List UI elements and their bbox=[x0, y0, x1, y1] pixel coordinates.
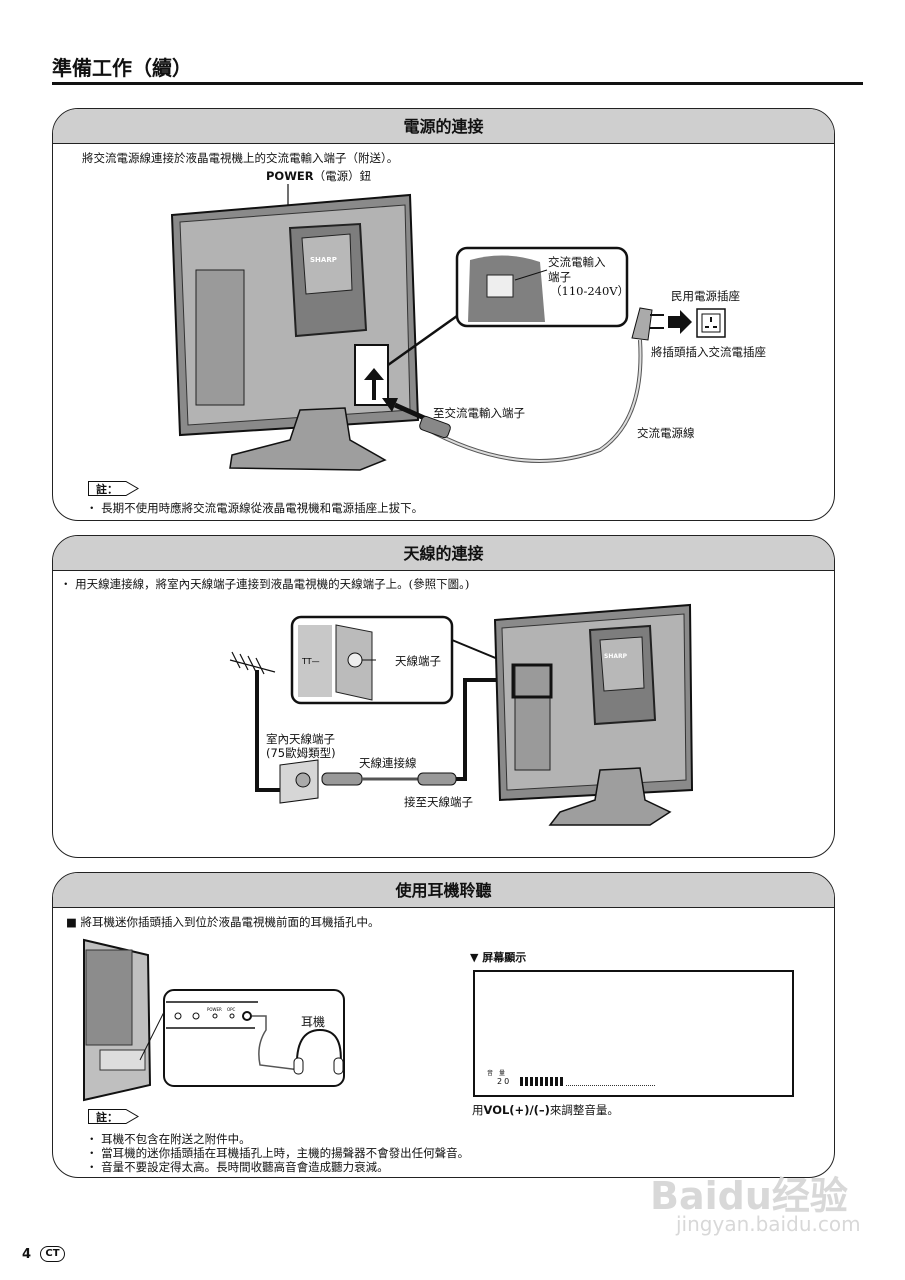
vol-hint-key: VOL(+)/(–) bbox=[483, 1103, 550, 1117]
antenna-terminal-label: 天線端子 bbox=[395, 654, 441, 668]
power-intro: 將交流電源線連接於液晶電視機上的交流電輸入端子（附送）。 bbox=[82, 151, 399, 165]
power-section: 電源的連接 bbox=[52, 108, 835, 521]
section-title: 天線的連接 bbox=[53, 536, 834, 571]
panel-label-power: POWER bbox=[207, 1007, 222, 1012]
page-title: 準備工作（續） bbox=[52, 56, 192, 80]
screen-display-label: ▼ 屏幕顯示 bbox=[470, 951, 527, 964]
headphone-section: 使用耳機聆聽 bbox=[52, 872, 835, 1178]
page-number: 4 bbox=[22, 1247, 32, 1262]
svg-text:TT—: TT— bbox=[301, 657, 320, 666]
note-label: 註： bbox=[96, 1111, 118, 1124]
headphone-intro: ■ 將耳機迷你插頭插入到位於液晶電視機前面的耳機插孔中。 bbox=[66, 915, 380, 929]
section-title: 使用耳機聆聽 bbox=[53, 873, 834, 908]
antenna-section: 天線的連接 bbox=[52, 535, 835, 858]
title-rule bbox=[52, 82, 863, 85]
headphone-note: ・ 音量不要設定得太高。長時間收聽高音會造成聽力衰減。 bbox=[86, 1160, 389, 1174]
power-button-label: POWER bbox=[266, 169, 314, 183]
cord-label: 交流電源線 bbox=[637, 426, 695, 440]
antenna-intro: ・ 用天線連接線，將室內天線端子連接到液晶電視機的天線端子上。(參照下圖。) bbox=[60, 577, 470, 591]
ac-input-voltage: （110-240V） bbox=[550, 284, 630, 298]
osd-volume-bar bbox=[520, 1077, 655, 1086]
osd-volume-label: 音 量 bbox=[487, 1070, 506, 1077]
vol-hint-prefix: 用 bbox=[472, 1103, 484, 1117]
to-ac-input-label: 至交流電輸入端子 bbox=[433, 406, 525, 420]
panel-label-opc: OPC bbox=[227, 1007, 236, 1012]
section-title: 電源的連接 bbox=[53, 109, 834, 144]
indoor-terminal-type: (75歐姆類型) bbox=[266, 746, 336, 760]
osd-volume-value: 20 bbox=[497, 1077, 512, 1086]
watermark-logo: Baidu经验 bbox=[650, 1174, 848, 1218]
note-tag: 註： bbox=[88, 1109, 139, 1124]
brand-logo: SHARP bbox=[310, 256, 337, 264]
indoor-terminal-label: 室內天線端子 bbox=[266, 732, 335, 746]
outlet-label: 民用電源插座 bbox=[671, 289, 740, 303]
watermark-url: jingyan.baidu.com bbox=[676, 1212, 861, 1236]
lang-badge: CT bbox=[40, 1246, 65, 1262]
ac-input-label-2: 端子 bbox=[548, 270, 571, 284]
headphone-label: 耳機 bbox=[301, 1015, 326, 1029]
note-label: 註： bbox=[96, 483, 118, 496]
note-tag: 註： bbox=[88, 481, 139, 496]
power-note: ・ 長期不使用時應將交流電源線從液晶電視機和電源插座上拔下。 bbox=[86, 501, 424, 515]
osd-volume-fill bbox=[520, 1077, 565, 1086]
tv-brand-logo: SHARP bbox=[604, 653, 628, 660]
power-button-suffix: （電源）鈕 bbox=[313, 169, 372, 183]
ac-input-label-1: 交流電輸入 bbox=[548, 255, 606, 269]
osd-screen: 音 量 20 bbox=[473, 970, 794, 1097]
connect-to-label: 接至天線端子 bbox=[404, 795, 473, 809]
vol-hint-suffix: 來調整音量。 bbox=[549, 1103, 619, 1117]
cable-label: 天線連接線 bbox=[359, 756, 417, 770]
plug-instruction: 將插頭插入交流電插座 bbox=[651, 345, 766, 359]
headphone-note: ・ 當耳機的迷你插頭插在耳機插孔上時，主機的揚聲器不會發出任何聲音。 bbox=[86, 1146, 470, 1160]
headphone-note: ・ 耳機不包含在附送之附件中。 bbox=[86, 1132, 251, 1146]
